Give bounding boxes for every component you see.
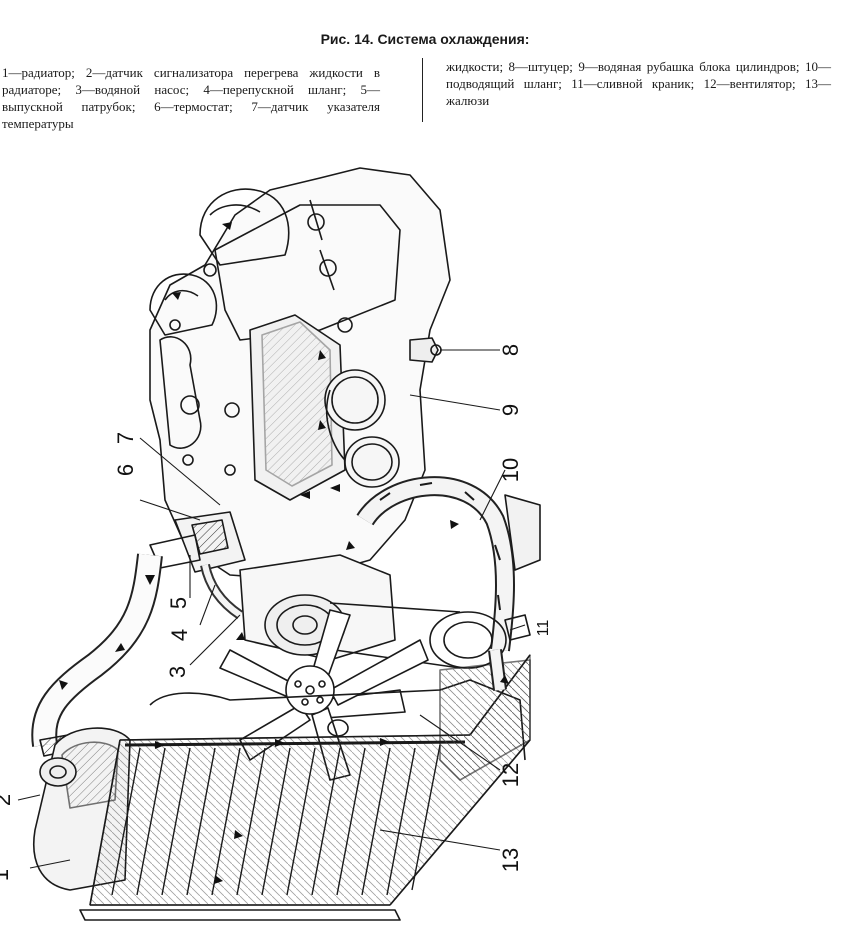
water-jacket xyxy=(324,369,400,488)
right-bracket xyxy=(504,494,541,641)
leader-lines xyxy=(17,349,526,869)
figure-title: Рис. 14. Система охлаждения: xyxy=(320,31,530,47)
legend-right: жидкости; 8—штуцер; 9—водяная рубашка бл… xyxy=(446,59,831,108)
fitting xyxy=(409,337,442,363)
fan xyxy=(219,609,429,781)
callout-10: 10 xyxy=(498,458,523,482)
callout-2: 2 xyxy=(0,794,15,806)
supply-hose xyxy=(356,476,515,652)
callout-5: 5 xyxy=(166,597,191,609)
legend-divider xyxy=(422,58,423,122)
radiator xyxy=(33,654,531,921)
callout-6: 6 xyxy=(113,464,138,476)
callout-13: 13 xyxy=(498,848,523,872)
callout-9: 9 xyxy=(498,404,523,416)
callout-4: 4 xyxy=(167,629,192,641)
flow-arrows xyxy=(59,222,509,884)
upper-hose xyxy=(31,553,163,757)
callout-labels: 1 2 3 4 5 6 7 8 9 10 11 12 13 xyxy=(0,344,552,881)
thermostat-housing xyxy=(149,511,246,573)
callout-12: 12 xyxy=(498,763,523,787)
callout-8: 8 xyxy=(498,344,523,356)
callout-7: 7 xyxy=(113,432,138,444)
callout-1: 1 xyxy=(0,869,13,881)
water-pump xyxy=(239,554,507,669)
callout-11: 11 xyxy=(535,620,552,637)
legend-left: 1—радиатор; 2—датчик сигнализатора перег… xyxy=(2,65,380,131)
callout-3: 3 xyxy=(165,666,190,678)
